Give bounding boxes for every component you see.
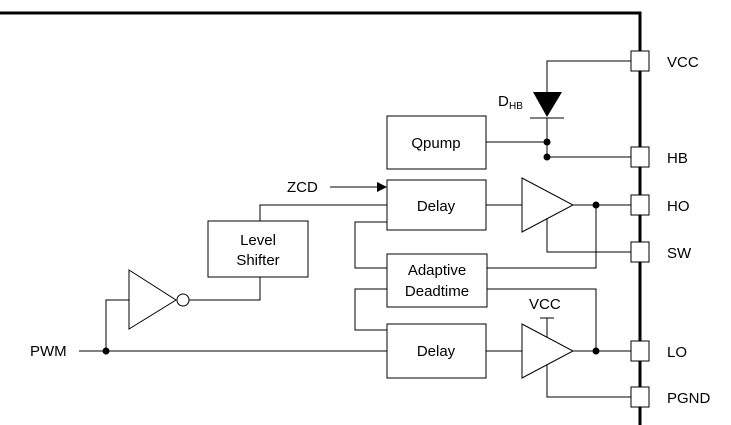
pin-lo-label: LO [667,344,687,361]
arrow-icon [377,182,387,192]
adaptive-deadtime-label-1: Adaptive [408,262,466,279]
pwm-label: PWM [30,343,67,360]
pin-vcc-label: VCC [667,54,699,71]
pin-sw: SW [630,241,692,263]
diode-label-sub: HB [509,101,523,112]
inverter [128,269,190,330]
pin-ho: HO [630,194,690,216]
pin-vcc: VCC [630,50,699,72]
zcd-label: ZCD [287,179,318,196]
adaptive-deadtime-label-2: Deadtime [405,283,469,300]
pin-pgnd-label: PGND [667,390,711,407]
pin-hb: HB [630,146,688,168]
qpump-block: Qpump [386,115,487,170]
bootstrap-diode: D HB [498,60,631,157]
delay-low-label: Delay [417,343,456,360]
level-shifter-label-1: Level [240,232,276,249]
pin-hb-label: HB [667,150,688,167]
low-side-driver-triangle [521,323,575,379]
delay-high-block: Delay [386,179,487,231]
diode-icon [533,92,562,117]
pin-sw-label: SW [667,245,692,262]
pin-lo: LO [630,340,687,362]
driver-vcc-label: VCC [529,296,561,313]
level-shifter-label-2: Shifter [236,252,279,269]
chip-boundary [0,11,642,425]
pin-pgnd: PGND [630,386,711,408]
delay-low-block: Delay [386,323,487,379]
pin-ho-label: HO [667,198,690,215]
high-side-driver-triangle [521,177,575,233]
qpump-label: Qpump [411,135,460,152]
diode-label: D [498,93,509,110]
level-shifter-block: Level Shifter [207,220,309,278]
adaptive-deadtime-block: Adaptive Deadtime [386,253,488,308]
delay-high-label: Delay [417,198,456,215]
